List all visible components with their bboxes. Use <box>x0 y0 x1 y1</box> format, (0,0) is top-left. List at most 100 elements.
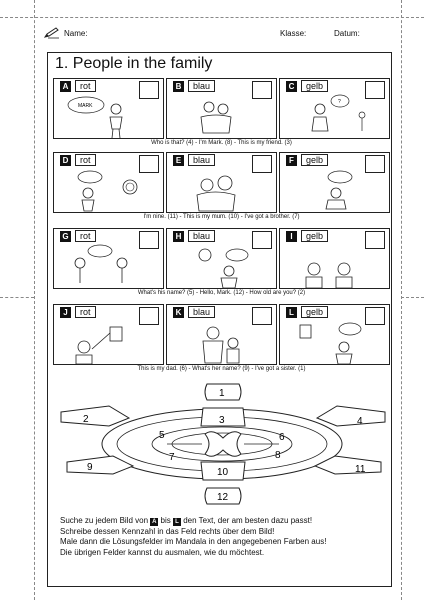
panel-color-label: rot <box>75 80 96 92</box>
mandala-number-7: 7 <box>169 452 175 463</box>
mandala-number-12: 12 <box>217 492 229 503</box>
mandala-field-3 <box>200 407 246 427</box>
mandala-number-8: 8 <box>275 450 281 461</box>
panel-letter: H <box>173 231 184 242</box>
speech-bubble-text: MARK <box>78 103 93 109</box>
illustration-girl-with-photo <box>77 170 138 212</box>
mandala-field-4 <box>315 405 386 427</box>
date-label: Datum: <box>334 29 360 38</box>
worksheet-header: Name: Klasse: Datum: <box>44 27 394 41</box>
picture-panel-a: A rot MARK <box>53 78 164 139</box>
mandala-number-11: 11 <box>355 464 366 475</box>
illustration-children-guessing-age <box>305 262 353 288</box>
answer-box-c[interactable] <box>365 81 385 99</box>
panel-color-label: gelb <box>301 230 329 242</box>
illustration-boy-sitting <box>325 170 353 210</box>
answer-box-b[interactable] <box>252 81 272 99</box>
instruction-line-2: Schreibe dessen Kennzahl in das Feld rec… <box>60 526 275 536</box>
panel-letter: F <box>286 155 297 166</box>
caption-row-3: What's his name? (5) - Hello, Mark. (12)… <box>137 290 306 296</box>
inline-letter-from: A <box>150 518 159 526</box>
picture-panel-j: J rot <box>53 304 164 365</box>
picture-row-2: D rot E blau F gelb I'm nine. (11) - Thi… <box>53 152 390 224</box>
panel-color-label: blau <box>188 230 216 242</box>
picture-panel-k: K blau <box>166 304 277 365</box>
hole-mark-right <box>401 297 424 298</box>
mandala-number-2: 2 <box>83 414 89 425</box>
hole-mark-left <box>0 297 34 298</box>
panel-letter: E <box>173 155 184 166</box>
mandala-cross <box>204 431 242 457</box>
answer-box-d[interactable] <box>139 155 159 173</box>
mandala-number-10: 10 <box>217 467 229 478</box>
answer-box-l[interactable] <box>365 307 385 325</box>
class-label: Klasse: <box>280 29 307 38</box>
picture-panel-d: D rot <box>53 152 164 213</box>
illustration-asking-her-name <box>299 322 362 364</box>
answer-box-a[interactable] <box>139 81 159 99</box>
cut-line-top <box>0 17 424 18</box>
illustration-mother-and-child <box>196 175 236 212</box>
cut-line-left <box>34 0 35 600</box>
picture-panel-f: F gelb <box>279 152 390 213</box>
mandala-field-1 <box>204 383 242 401</box>
answer-box-f[interactable] <box>365 155 385 173</box>
panel-letter: G <box>60 231 71 242</box>
panel-letter: D <box>60 155 71 166</box>
panel-color-label: rot <box>75 154 96 166</box>
panel-color-label: blau <box>188 306 216 318</box>
panel-letter: C <box>286 81 297 92</box>
picture-panel-e: E blau <box>166 152 277 213</box>
picture-row-1: A rot MARK B blau C gelb ? <box>53 78 390 150</box>
picture-row-3: G rot H blau I gelb What's <box>53 228 390 300</box>
picture-row-4: J rot K blau L gelb This is my dad <box>53 304 390 376</box>
illustration-girl-with-portrait <box>198 248 249 288</box>
illustration-two-children-greeting <box>74 244 128 283</box>
answer-box-h[interactable] <box>252 231 272 249</box>
panel-letter: A <box>60 81 71 92</box>
pencil-icon <box>44 27 59 39</box>
mandala-field-11 <box>313 455 382 475</box>
picture-panel-h: H blau <box>166 228 277 289</box>
page-title: 1. People in the family <box>55 55 213 72</box>
mandala-number-9: 9 <box>87 462 93 473</box>
mandala-diagram: 1 2 3 4 5 6 7 8 9 10 11 12 <box>60 383 386 505</box>
illustration-two-friends <box>200 101 232 134</box>
panel-color-label: gelb <box>301 154 329 166</box>
mandala-field-2 <box>60 405 131 427</box>
panel-color-label: blau <box>188 80 216 92</box>
panel-letter: B <box>173 81 184 92</box>
mandala-number-5: 5 <box>159 430 165 441</box>
mandala-number-3: 3 <box>219 415 225 426</box>
answer-box-e[interactable] <box>252 155 272 173</box>
panel-color-label: gelb <box>301 306 329 318</box>
caption-row-2: I'm nine. (11) - This is my mum. (10) - … <box>143 214 300 220</box>
mandala-number-6: 6 <box>279 432 285 443</box>
answer-box-i[interactable] <box>365 231 385 249</box>
illustration-girl-pointing: ? <box>311 94 366 132</box>
panel-color-label: rot <box>75 306 96 318</box>
mandala-number-4: 4 <box>357 416 363 427</box>
instruction-line-4: Die übrigen Felder kannst du ausmalen, w… <box>60 547 265 557</box>
picture-panel-c: C gelb ? <box>279 78 390 139</box>
instruction-line-3: Male dann die Lösungsfelder im Mandala i… <box>60 537 327 546</box>
illustration-father-and-son <box>202 326 240 364</box>
mandala-field-12 <box>204 487 242 505</box>
panel-color-label: blau <box>188 154 216 166</box>
panel-letter: K <box>173 307 184 318</box>
picture-panel-g: G rot <box>53 228 164 289</box>
panel-letter: J <box>60 307 71 318</box>
inline-letter-to: L <box>173 518 181 526</box>
answer-box-j[interactable] <box>139 307 159 325</box>
mandala-number-1: 1 <box>219 388 225 399</box>
mandala-field-10 <box>200 461 246 481</box>
picture-panel-l: L gelb <box>279 304 390 365</box>
caption-row-4: This is my dad. (6) - What's her name? (… <box>137 366 306 372</box>
panel-color-label: rot <box>75 230 96 242</box>
instructions-text: Suche zu jedem Bild von A bis L den Text… <box>60 516 380 558</box>
answer-box-k[interactable] <box>252 307 272 325</box>
svg-text:?: ? <box>338 99 341 105</box>
mandala-field-9 <box>66 455 135 475</box>
caption-row-1: Who is that? (4) - I'm Mark. (8) - This … <box>151 140 292 146</box>
answer-box-g[interactable] <box>139 231 159 249</box>
